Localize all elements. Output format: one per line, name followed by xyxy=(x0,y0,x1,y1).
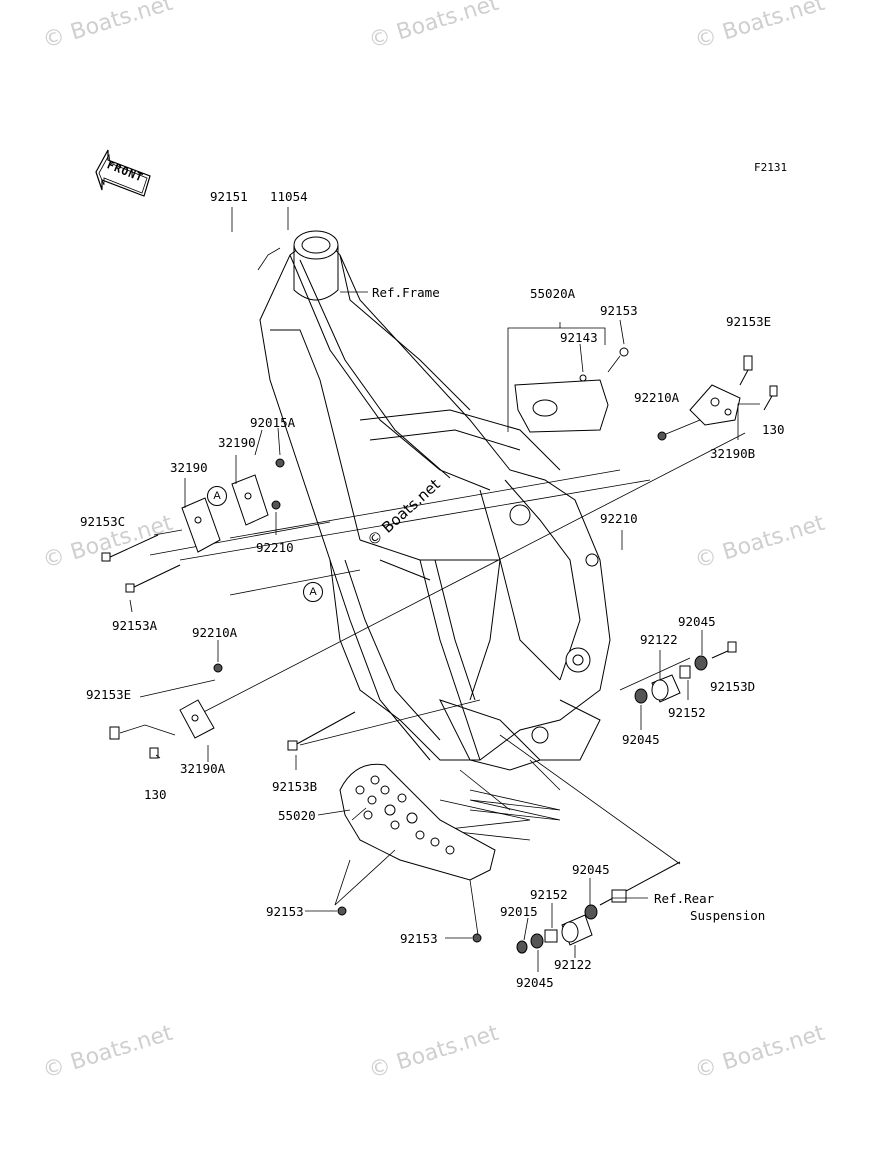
part-label-92015a[interactable]: 92015A xyxy=(250,415,296,430)
part-label-92143[interactable]: 92143 xyxy=(560,330,598,345)
ref-frame-label: Ref.Frame xyxy=(372,285,440,300)
part-label-130[interactable]: 130 xyxy=(144,787,167,802)
part-label-92153[interactable]: 92153 xyxy=(266,904,304,919)
bushing-assembly-lower xyxy=(516,861,681,954)
part-label-55020a[interactable]: 55020A xyxy=(530,286,576,301)
callout-a: A xyxy=(207,486,227,506)
part-label-92045[interactable]: 92045 xyxy=(572,862,610,877)
engine-mount-32190b xyxy=(657,355,778,441)
part-label-92153[interactable]: 92153 xyxy=(600,303,638,318)
part-label-92151[interactable]: 92151 xyxy=(210,189,248,204)
bracket-55020a xyxy=(507,322,629,433)
part-label-92045[interactable]: 92045 xyxy=(516,975,554,990)
part-label-92153b[interactable]: 92153B xyxy=(272,779,318,794)
part-label-32190[interactable]: 32190 xyxy=(170,460,208,475)
diagram-code: F2131 xyxy=(754,161,788,174)
part-label-92153e[interactable]: 92153E xyxy=(726,314,772,329)
part-label-92045[interactable]: 92045 xyxy=(622,732,660,747)
part-label-92153c[interactable]: 92153C xyxy=(80,514,126,529)
part-label-32190b[interactable]: 32190B xyxy=(710,446,756,461)
part-label-32190[interactable]: 32190 xyxy=(218,435,256,450)
part-label-55020[interactable]: 55020 xyxy=(278,808,316,823)
part-label-92153[interactable]: 92153 xyxy=(400,931,438,946)
skid-plate-55020 xyxy=(334,763,496,943)
ref-rear-label: Ref.Rear xyxy=(654,891,715,906)
frame-outline xyxy=(259,230,611,771)
break-lines xyxy=(439,789,561,841)
part-label-11054[interactable]: 11054 xyxy=(270,189,308,204)
part-label-92015[interactable]: 92015 xyxy=(500,904,538,919)
part-label-92152[interactable]: 92152 xyxy=(668,705,706,720)
engine-mount-32190-left xyxy=(101,455,285,593)
part-label-32190a[interactable]: 32190A xyxy=(180,761,226,776)
reference-lines xyxy=(139,432,746,865)
bushing-assembly-upper xyxy=(634,641,737,704)
part-label-92210a[interactable]: 92210A xyxy=(634,390,680,405)
engine-mount-32190a xyxy=(109,663,356,762)
callout-a: A xyxy=(303,582,323,602)
part-label-92122[interactable]: 92122 xyxy=(640,632,678,647)
part-label-92045[interactable]: 92045 xyxy=(678,614,716,629)
leader-lines xyxy=(129,207,703,972)
part-label-92122[interactable]: 92122 xyxy=(554,957,592,972)
part-label-92153a[interactable]: 92153A xyxy=(112,618,158,633)
ref-rear-label: Suspension xyxy=(690,908,766,923)
part-label-92210[interactable]: 92210 xyxy=(256,540,294,555)
part-label-92153e[interactable]: 92153E xyxy=(86,687,132,702)
part-label-92210a[interactable]: 92210A xyxy=(192,625,238,640)
part-label-130[interactable]: 130 xyxy=(762,422,785,437)
part-label-92152[interactable]: 92152 xyxy=(530,887,568,902)
part-label-92210[interactable]: 92210 xyxy=(600,511,638,526)
front-arrow-icon xyxy=(95,149,151,197)
part-label-92153d[interactable]: 92153D xyxy=(710,679,756,694)
